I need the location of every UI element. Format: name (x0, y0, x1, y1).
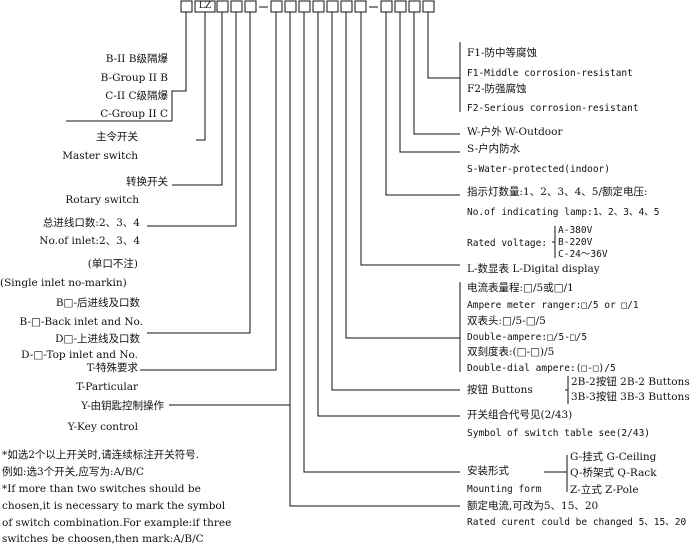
label-b-ii-en: B-Group II B (100, 72, 168, 84)
label-f1-en: F1-Middle corrosion-resistant (467, 68, 633, 79)
voltage-option: A-380V (558, 225, 593, 236)
mount-option: Z-立式 Z-Pole (570, 484, 639, 496)
code-prefix-text: LZ (198, 1, 212, 11)
voltage-option: B-220V (558, 237, 593, 248)
code-box-13 (380, 0, 393, 13)
label-table-cn: 开关组合代号见(2/43) (467, 409, 573, 421)
label-back-cn: B□-后进线及口数 (55, 297, 140, 309)
code-box-6 (270, 0, 283, 13)
label-master-en: Master switch (62, 150, 138, 162)
code-box-7 (284, 0, 297, 13)
label-special-en: T-Particular (76, 381, 138, 393)
label-inlet-cn: 总进线口数:2、3、4 (42, 217, 140, 229)
label-water-cn: S-户内防水 (467, 143, 521, 155)
label-lamp-en: No.of indicating lamp:1、2、3、4、5 (467, 207, 660, 218)
label-inlet-note-en: (Single inlet no-markin) (0, 277, 127, 289)
button-option: 2B-2按钮 2B-2 Buttons (571, 376, 690, 388)
label-current-cn: 额定电流,可改为5、15、20 (467, 500, 599, 512)
label-f1-cn: F1-防中等腐蚀 (467, 47, 538, 59)
code-box-3 (216, 0, 229, 13)
label-water-en: S-Water-protected(indoor) (467, 164, 610, 175)
code-box-16 (422, 0, 435, 13)
mount-option: G-挂式 G-Ceiling (570, 451, 657, 463)
label-mount-cn: 安装形式 (467, 465, 509, 477)
code-box-8 (298, 0, 311, 13)
label-f2-en: F2-Serious corrosion-resistant (467, 103, 639, 114)
label-b-ii-cn: B-II B级隔爆 (105, 53, 168, 65)
note-line: of switch combination.For example:if thr… (2, 517, 232, 529)
meter-line: 电流表量程:□/5或□/1 (467, 282, 574, 294)
label-digital: L-数显表 L-Digital display (467, 263, 600, 275)
label-special-cn: T-特殊要求 (86, 362, 138, 374)
mount-option: Q-桥架式 Q-Rack (570, 467, 657, 479)
code-box-9 (312, 0, 325, 13)
meter-line: Double-ampere:□/5-□/5 (467, 332, 588, 343)
label-lamp-cn: 指示灯数量:1、2、3、4、5/额定电压: (467, 186, 648, 198)
label-c-ii-en: C-Group II C (100, 108, 168, 120)
code-box-12 (354, 0, 367, 13)
code-box-11 (340, 0, 353, 13)
meter-line: Ampere meter ranger:□/5 or □/1 (467, 300, 639, 311)
meter-line: 双刻度表:(□-□)/5 (467, 346, 555, 358)
label-rated-voltage: Rated voltage: (467, 238, 548, 249)
label-rotary-en: Rotary switch (65, 194, 139, 206)
label-buttons: 按钮 Buttons (467, 384, 533, 396)
label-key-cn: Y-由钥匙控制操作 (81, 400, 164, 412)
note-line: *如选2个以上开关时,请连续标注开关符号. (2, 449, 200, 461)
label-key-en: Y-Key control (67, 421, 138, 433)
label-f2-cn: F2-防强腐蚀 (467, 83, 527, 95)
voltage-option: C-24～36V (558, 249, 608, 260)
label-rotary-cn: 转换开关 (126, 176, 168, 188)
meter-line: Double-dial ampere:(□-□)/5 (467, 363, 616, 374)
code-box-14 (394, 0, 407, 13)
note-line: chosen,it is necessary to mark the symbo… (2, 500, 226, 512)
code-box-4 (230, 0, 243, 13)
code-box-5 (244, 0, 257, 13)
label-inlet-note-cn: (单口不注) (87, 258, 138, 270)
code-box-15 (408, 0, 421, 13)
label-current-en: Rated curent could be changed 5、15、20 (467, 517, 687, 528)
button-option: 3B-3按钮 3B-3 Buttons (571, 391, 690, 403)
label-top-cn: D□-上进线及口数 (55, 333, 140, 345)
meter-line: 双表头:□/5-□/5 (467, 315, 546, 327)
label-mount-en: Mounting form (467, 484, 542, 495)
label-c-ii-cn: C-II C级隔爆 (105, 90, 168, 102)
label-back-en: B-□-Back inlet and No. (19, 316, 143, 328)
code-box-10 (326, 0, 339, 13)
note-line: 例如:选3个开关,应写为:A/B/C (2, 466, 145, 478)
code-box-1 (180, 0, 193, 13)
note-line: *If more than two switches should be (2, 483, 201, 495)
label-outdoor: W-户外 W-Outdoor (467, 126, 563, 138)
note-line: switches be choosen,then mark:A/B/C (2, 533, 204, 545)
label-inlet-en: No.of inlet:2、3、4 (39, 235, 140, 247)
label-table-en: Symbol of switch table see(2/43) (467, 428, 651, 439)
label-top-en: D-□-Top inlet and No. (21, 349, 138, 361)
label-master-cn: 主令开关 (96, 131, 138, 143)
